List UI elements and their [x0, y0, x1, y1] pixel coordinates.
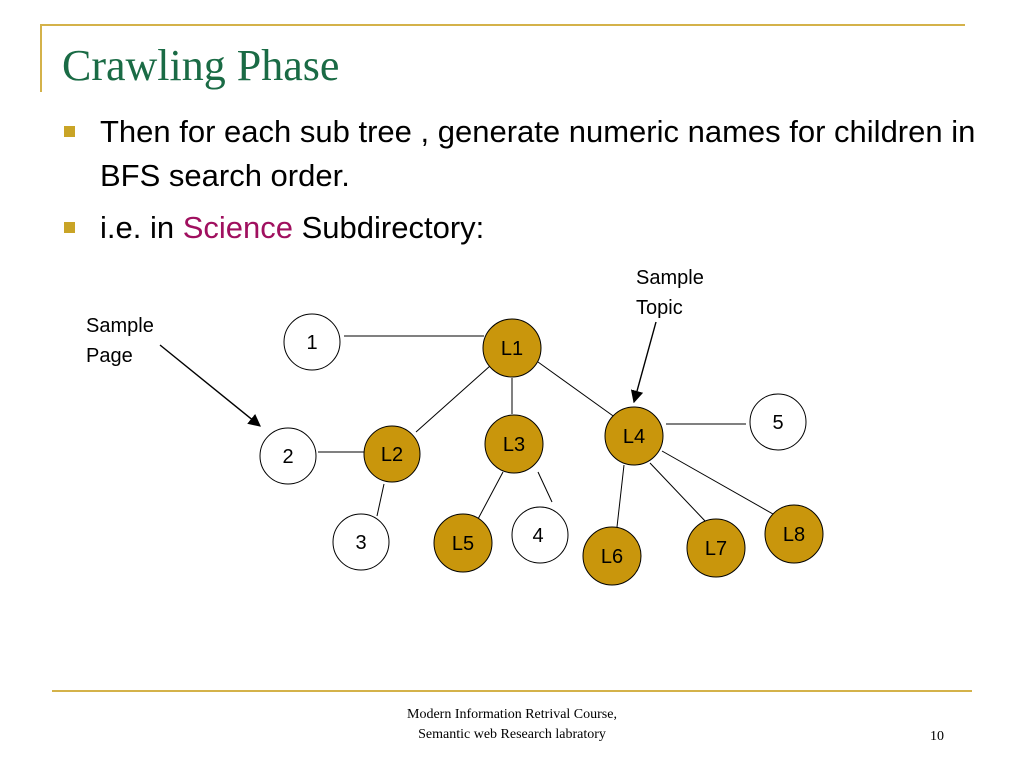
- edge-l4-l6: [616, 464, 625, 528]
- page-node-1: 1: [283, 313, 341, 371]
- svg-text:4: 4: [532, 525, 543, 547]
- topic-node-l6: L6: [582, 526, 642, 586]
- topic-node-l2: L2: [363, 425, 421, 483]
- tree-edges: [318, 335, 781, 528]
- bullet-1: Then for each sub tree , generate numeri…: [64, 110, 980, 198]
- edge-l3-4: [537, 471, 553, 503]
- footer-line-1: Modern Information Retrival Course,: [407, 707, 617, 722]
- edge-l1-l4: [537, 361, 617, 419]
- svg-text:L2: L2: [381, 444, 403, 466]
- svg-text:L3: L3: [503, 434, 525, 456]
- svg-text:L1: L1: [501, 338, 523, 360]
- top-rule: [40, 24, 965, 26]
- svg-text:5: 5: [772, 412, 783, 434]
- footer: Modern Information Retrival Course, Sema…: [312, 705, 712, 745]
- edge-l3-l5: [477, 471, 504, 520]
- slide-title: Crawling Phase: [62, 41, 340, 90]
- svg-text:L7: L7: [705, 538, 727, 560]
- topic-node-l3: L3: [484, 414, 544, 474]
- side-rule: [40, 24, 42, 92]
- edge-l4-l8: [661, 450, 781, 519]
- topic-node-l5: L5: [433, 513, 493, 573]
- footer-line-2: Semantic web Research labratory: [418, 727, 606, 742]
- svg-text:L6: L6: [601, 546, 623, 568]
- svg-text:2: 2: [282, 446, 293, 468]
- edge-l2-3: [376, 483, 385, 517]
- topic-node-l8: L8: [764, 504, 824, 564]
- sample-topic-arrow: [630, 321, 657, 404]
- sample-page-label-line1: Sample: [86, 315, 154, 337]
- topic-node-l1: L1: [482, 318, 542, 378]
- sample-page-label-line2: Page: [86, 345, 133, 367]
- page-node-5: 5: [749, 393, 807, 451]
- bullet-2-prefix: i.e. in: [100, 210, 183, 245]
- svg-text:3: 3: [355, 532, 366, 554]
- svg-text:1: 1: [306, 332, 317, 354]
- edge-l1-l2: [415, 365, 491, 433]
- bottom-rule: [52, 690, 972, 692]
- edge-l4-l7: [649, 462, 707, 523]
- page-number: 10: [930, 729, 944, 744]
- sample-topic-label-line1: Sample: [636, 267, 704, 289]
- svg-text:L8: L8: [783, 524, 805, 546]
- topic-node-l7: L7: [686, 518, 746, 578]
- page-node-3: 3: [332, 513, 390, 571]
- sample-page-arrow: [159, 344, 261, 427]
- page-node-2: 2: [259, 427, 317, 485]
- svg-text:L4: L4: [623, 426, 645, 448]
- svg-text:L5: L5: [452, 533, 474, 555]
- sample-topic-label-line2: Topic: [636, 297, 683, 319]
- topic-node-l4: L4: [604, 406, 664, 466]
- page-node-4: 4: [511, 506, 569, 564]
- bullet-2-highlight: Science: [182, 210, 294, 245]
- bullet-2-suffix: Subdirectory:: [293, 210, 485, 245]
- bullet-2: i.e. in Science Subdirectory:: [63, 206, 485, 250]
